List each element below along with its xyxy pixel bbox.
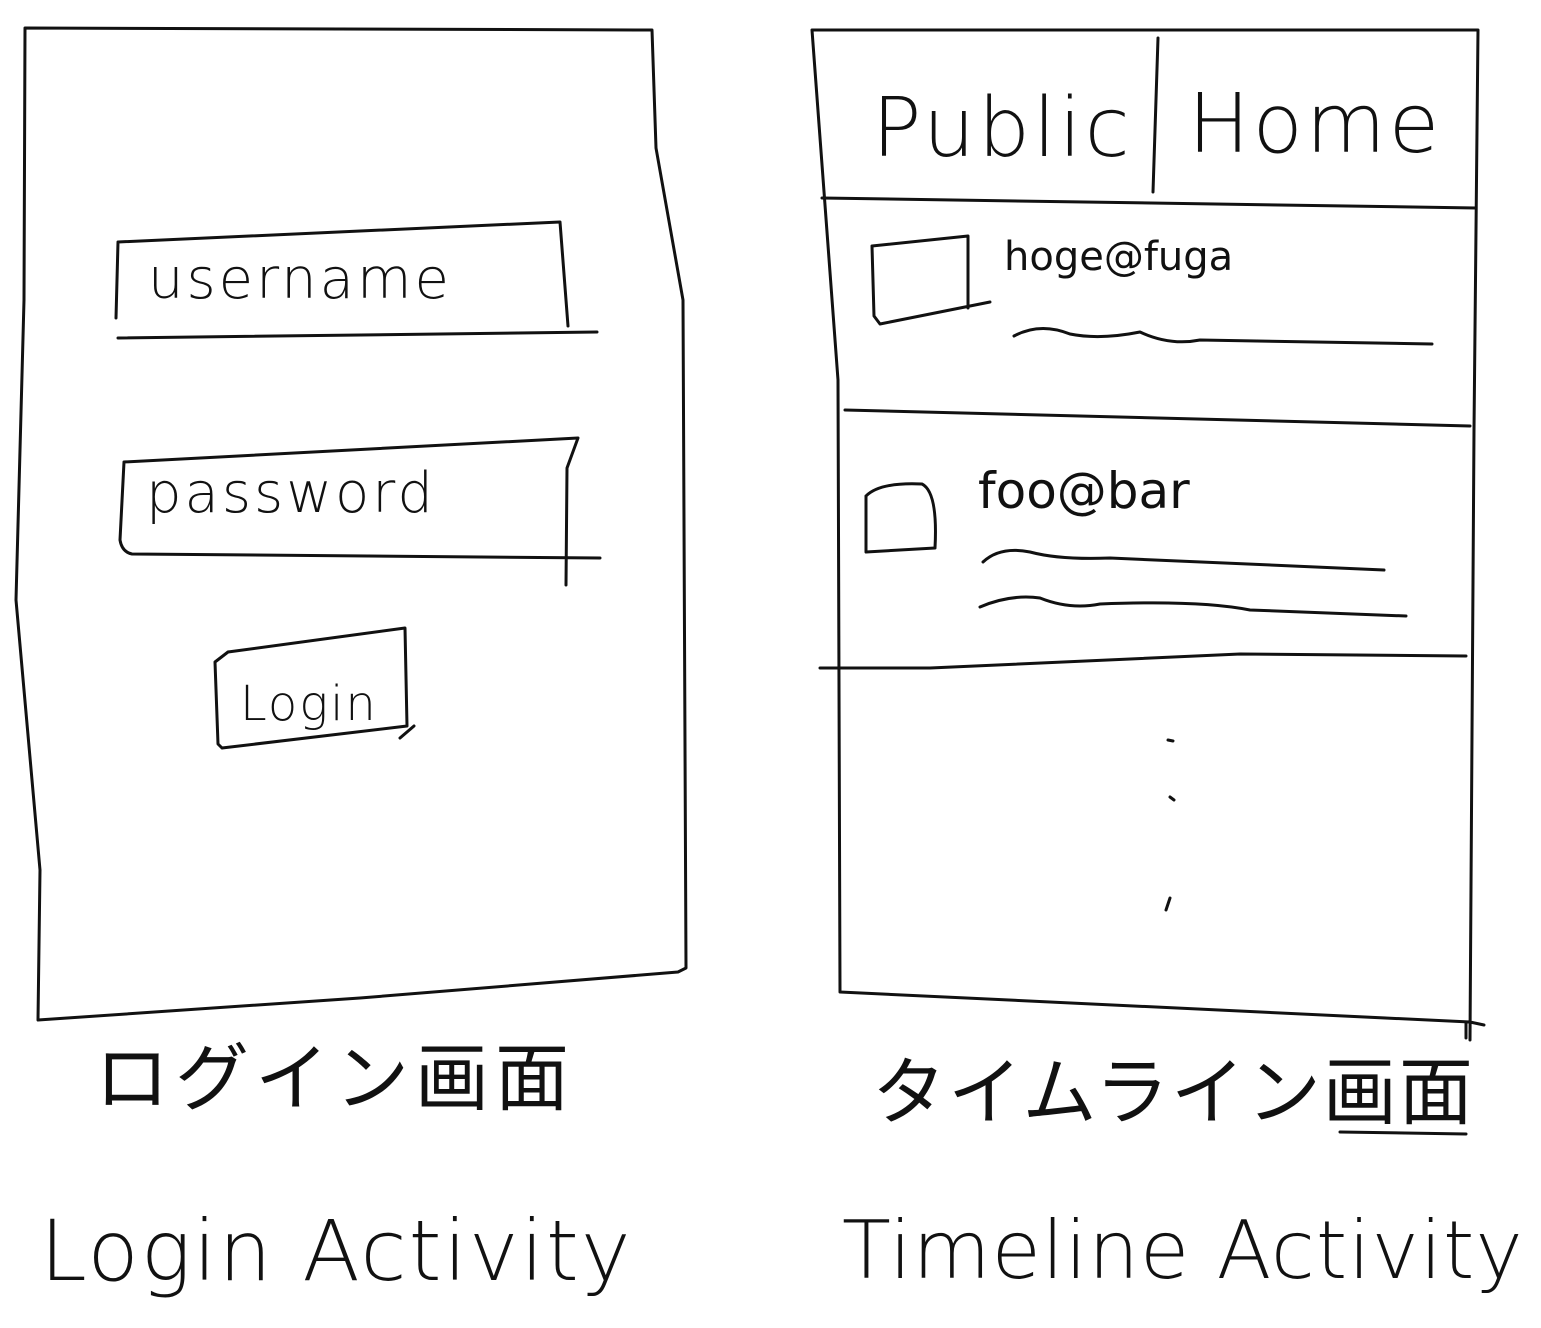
timeline-screen: Public Home hoge@fuga foo@bar xyxy=(810,28,1524,1297)
avatar xyxy=(864,482,937,554)
post-body-scribble xyxy=(978,595,1408,618)
login-caption-ja: ログイン画面 xyxy=(95,1036,575,1122)
username-placeholder: username xyxy=(148,247,452,312)
post-body-scribble xyxy=(981,548,1386,572)
timeline-caption-en: Timeline Activity xyxy=(842,1204,1524,1297)
post-account-name: foo@bar xyxy=(978,462,1190,520)
tab-bar: Public Home xyxy=(820,36,1478,210)
tab-home[interactable]: Home xyxy=(1188,77,1442,172)
password-field-border xyxy=(118,436,602,587)
post-body-scribble xyxy=(1012,327,1434,346)
timeline-phone-frame xyxy=(810,28,1486,1042)
tab-public-label: Public xyxy=(872,81,1133,176)
tab-bar-bottom-border xyxy=(820,196,1478,210)
login-button[interactable]: Login xyxy=(213,626,416,750)
password-placeholder: password xyxy=(146,461,436,526)
login-button-label: Login xyxy=(240,676,378,732)
post-separator xyxy=(843,408,1472,428)
tab-divider xyxy=(1151,36,1160,194)
username-field-border xyxy=(114,220,599,340)
timeline-caption-ja: タイムライン画面 xyxy=(872,1050,1475,1136)
post-separator xyxy=(818,652,1468,670)
caption-underline xyxy=(1338,1130,1468,1136)
timeline-post[interactable]: hoge@fuga xyxy=(870,234,1434,346)
password-field[interactable]: password xyxy=(118,436,602,587)
tab-home-label: Home xyxy=(1188,77,1442,172)
login-phone-frame xyxy=(14,26,688,1022)
login-button-border xyxy=(213,626,416,750)
more-posts-ellipsis xyxy=(1164,738,1176,912)
login-caption-en: Login Activity xyxy=(40,1202,633,1300)
login-screen: username password Login ログイン画面 Login Act… xyxy=(14,26,688,1300)
post-account-name: hoge@fuga xyxy=(1004,234,1233,280)
avatar xyxy=(870,234,992,326)
username-field[interactable]: username xyxy=(114,220,599,340)
timeline-post[interactable]: foo@bar xyxy=(864,462,1408,618)
tab-public[interactable]: Public xyxy=(872,81,1133,176)
